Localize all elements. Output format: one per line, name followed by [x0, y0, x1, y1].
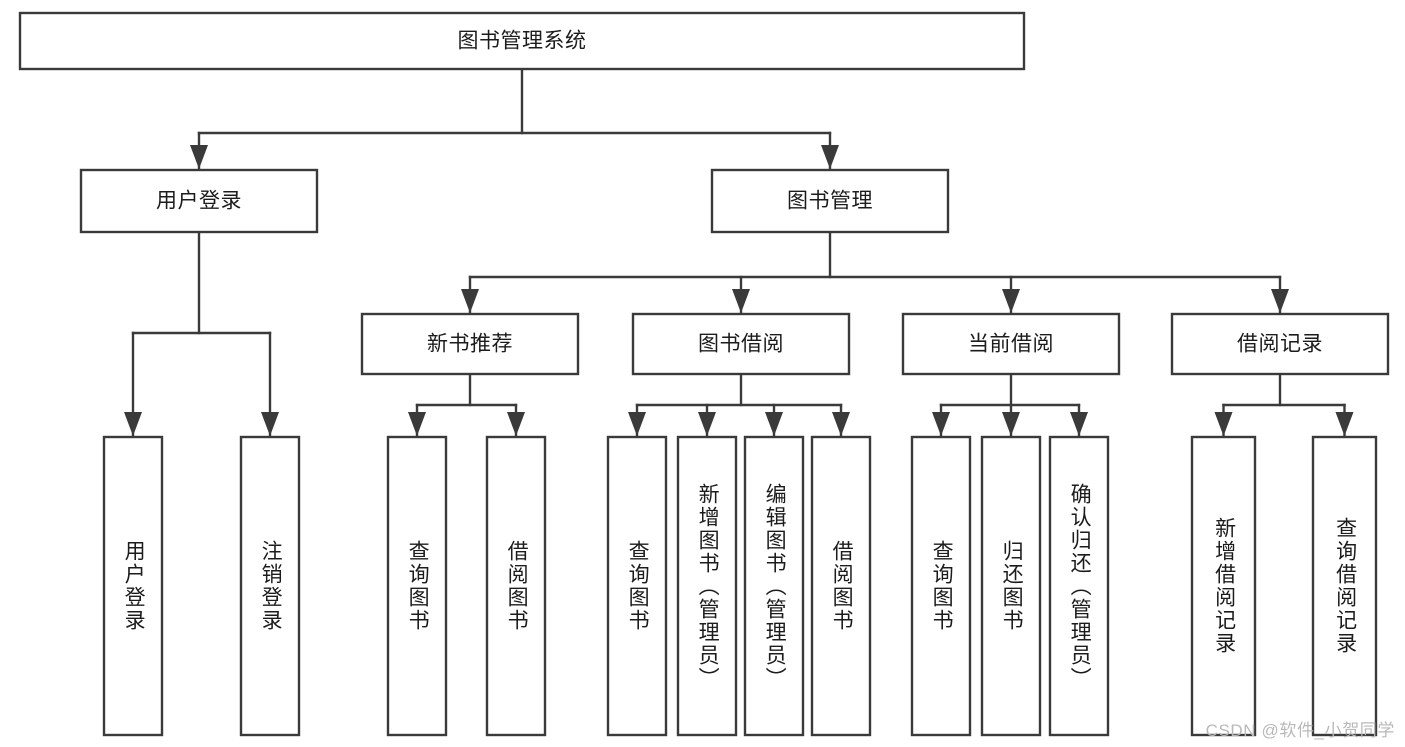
node-leaf-box-6[interactable]: [743, 435, 805, 737]
arrow-head-icon-leaf-2-1: [698, 412, 716, 436]
node-level1-label-0: 用户登录: [156, 190, 242, 213]
arrow-head-icon-leaf-2-2: [765, 412, 783, 436]
arrow-head-icon-leaf-0-1: [261, 412, 279, 436]
arrow-head-icon-level2-2: [1002, 289, 1020, 313]
node-level2-box-0[interactable]: [360, 312, 580, 376]
node-leaf-box-5[interactable]: [676, 435, 738, 737]
arrow-head-icon-leaf-4-0: [1214, 412, 1233, 436]
arrow-head-icon-leaf-3-0: [932, 412, 950, 436]
arrow-head-icon-leaf-0-0: [124, 412, 142, 436]
arrow-head-icon-root-0: [190, 145, 208, 169]
arrow-head-icon-leaf-2-3: [832, 412, 850, 436]
node-level1-box-1[interactable]: [710, 168, 950, 234]
node-level1-label-1: 图书管理: [787, 190, 873, 213]
arrow-head-icon-leaf-4-1: [1335, 412, 1354, 436]
node-level2-label-3: 借阅记录: [1237, 333, 1323, 356]
node-level2-box-1[interactable]: [631, 312, 851, 376]
node-level2-label-1: 图书借阅: [698, 333, 784, 356]
node-leaf-box-11[interactable]: [1190, 435, 1257, 737]
node-leaf-box-12[interactable]: [1311, 435, 1378, 737]
arrow-head-icon-root-1: [821, 145, 839, 169]
node-leaf-box-4[interactable]: [606, 435, 668, 737]
node-level2-label-0: 新书推荐: [427, 333, 513, 356]
arrow-head-icon-leaf-1-1: [507, 412, 525, 436]
node-leaf-box-0[interactable]: [102, 435, 164, 737]
arrow-head-icon-level2-3: [1271, 289, 1289, 313]
arrow-head-icon-level2-1: [732, 289, 750, 313]
csdn-watermark: CSDN @软件_小贺同学: [1205, 721, 1395, 740]
node-level2-label-2: 当前借阅: [968, 333, 1054, 356]
arrow-head-icon-leaf-3-2: [1070, 412, 1088, 436]
node-leaf-box-3[interactable]: [485, 435, 547, 737]
arrow-head-icon-leaf-2-0: [628, 412, 646, 436]
node-level2-box-3[interactable]: [1170, 312, 1390, 376]
node-level2-box-2[interactable]: [901, 312, 1121, 376]
node-leaf-box-9[interactable]: [980, 435, 1042, 737]
node-level1-box-0[interactable]: [79, 168, 319, 234]
arrow-head-icon-level2-0: [461, 289, 479, 313]
node-leaf-box-2[interactable]: [386, 435, 448, 737]
connectors-layer: [124, 67, 1354, 437]
node-leaf-box-1[interactable]: [239, 435, 301, 737]
node-root-box[interactable]: [18, 11, 1026, 71]
node-root-label: 图书管理系统: [458, 30, 587, 53]
node-leaf-box-10[interactable]: [1048, 435, 1110, 737]
arrow-head-icon-leaf-1-0: [408, 412, 426, 436]
arrow-head-icon-leaf-3-1: [1002, 412, 1020, 436]
boxes-layer: [18, 11, 1390, 737]
node-leaf-box-7[interactable]: [810, 435, 872, 737]
node-leaf-box-8[interactable]: [910, 435, 972, 737]
